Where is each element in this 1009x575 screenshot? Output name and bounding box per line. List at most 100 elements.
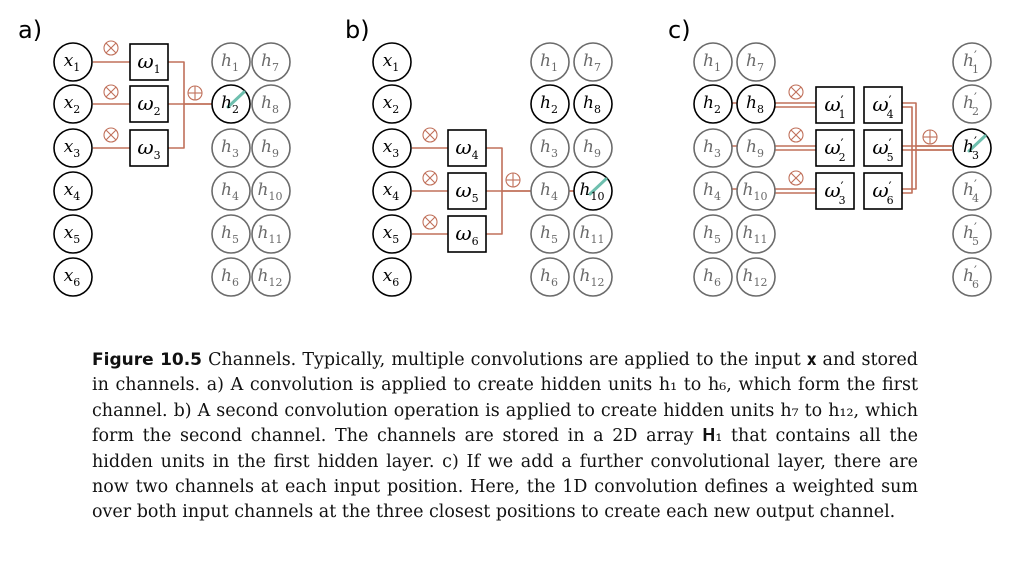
symbol-main: h (580, 180, 591, 200)
symbol-main: ω (455, 221, 471, 245)
symbol-subscript: 2 (154, 105, 161, 118)
symbol-subscript: 8 (594, 103, 601, 116)
node-ring (530, 42, 570, 82)
node-ring (693, 171, 733, 211)
symbol-subscript: 2 (392, 103, 399, 116)
node-h4: h4 (693, 171, 733, 211)
weight-box-frame (129, 85, 169, 123)
symbol-subscript: 7 (272, 61, 279, 74)
node-h8: h8 (573, 84, 613, 124)
symbol-main: ω (455, 178, 471, 202)
svg-text:h11: h11 (258, 223, 283, 246)
node-h6: h6 (530, 257, 570, 297)
panel-b: b) x1 x2 x3 x4 x5 x6 ω4 ω5 ω6 h1 h2 h3 h… (345, 16, 613, 297)
node-h1: h1 (530, 42, 570, 82)
svg-text:x3: x3 (64, 137, 81, 160)
node-h1-prime: h′1 (952, 42, 992, 82)
node-h2: h2 (693, 84, 733, 124)
node-h7: h7 (736, 42, 776, 82)
symbol-main: h (258, 180, 269, 200)
weight-box-w6: ω6 (447, 215, 487, 253)
svg-text:ω6: ω6 (455, 221, 478, 248)
symbol-subscript: 12 (590, 276, 604, 289)
node-h3-prime: h′3 (952, 128, 992, 168)
svg-text:h6: h6 (540, 266, 558, 289)
figure-label: Figure 10.5 (92, 350, 203, 370)
sum-icon (187, 85, 203, 101)
symbol-subscript: 8 (757, 103, 764, 116)
weight-box-w2: ω2 (129, 85, 169, 123)
node-x1: x1 (53, 42, 93, 82)
symbol-subscript: 2 (839, 151, 846, 164)
symbol-main: h (583, 93, 594, 113)
node-x6: x6 (53, 257, 93, 297)
svg-text:h1: h1 (540, 51, 558, 74)
symbol-subscript: 1 (839, 108, 846, 121)
svg-text:h′2: h′2 (963, 91, 979, 118)
symbol-main: h (743, 266, 754, 286)
panel-a-weights: ω1 ω2 ω3 (129, 43, 169, 167)
symbol-main: h (963, 93, 974, 113)
symbol-subscript: 1 (972, 63, 979, 76)
node-ring (530, 214, 570, 254)
symbol-prime: ′ (974, 178, 977, 193)
symbol-main: h (580, 266, 591, 286)
multiply-icon (422, 127, 438, 143)
symbol-main: h (963, 137, 974, 157)
panel-b-weights: ω4 ω5 ω6 (447, 129, 487, 253)
symbol-main: ω (137, 135, 153, 159)
node-h10: h10 (736, 171, 776, 211)
symbol-subscript: 1 (232, 61, 239, 74)
svg-text:ω′6: ω′6 (872, 178, 893, 207)
weight-box-w1: ω1 (129, 43, 169, 81)
node-ring (952, 42, 992, 82)
node-ring (251, 84, 291, 124)
multiply-stroke (790, 172, 802, 184)
symbol-subscript: 12 (753, 276, 767, 289)
symbol-prime: ′ (841, 137, 844, 152)
node-h4: h4 (211, 171, 251, 211)
symbol-main: h (746, 93, 757, 113)
symbol-subscript: 9 (272, 147, 279, 160)
panel-a-right-nodes: h1 h2 h3 h4 h5 h6 h7 h8 h9 h10 h11 h12 (211, 42, 291, 297)
node-ring (693, 257, 733, 297)
svg-text:h′5: h′5 (963, 221, 979, 248)
node-ring (251, 171, 291, 211)
symbol-subscript: 6 (472, 235, 479, 248)
panel-c-label: c) (668, 16, 691, 44)
node-ring (211, 42, 251, 82)
symbol-main: x (64, 266, 74, 286)
node-h3: h3 (211, 128, 251, 168)
svg-text:h3: h3 (540, 137, 558, 160)
weight-box-frame (815, 86, 855, 124)
multiply-stroke (790, 86, 802, 98)
weight-box-w5-prime: ω′5 (863, 129, 903, 167)
node-h2: h2 (211, 84, 251, 124)
svg-text:x6: x6 (64, 266, 81, 289)
node-h9: h9 (573, 128, 613, 168)
symbol-subscript: 3 (73, 147, 80, 160)
symbol-subscript: 4 (551, 190, 558, 203)
node-ring (952, 257, 992, 297)
multiply-icon (422, 214, 438, 230)
symbol-subscript: 11 (753, 233, 767, 246)
multiply-stroke (424, 216, 436, 228)
symbol-prime: ′ (889, 137, 892, 152)
node-ring (736, 257, 776, 297)
node-ring (530, 257, 570, 297)
node-ring (372, 214, 412, 254)
svg-text:h12: h12 (580, 266, 605, 289)
symbol-prime: ′ (974, 49, 977, 64)
node-h5: h5 (530, 214, 570, 254)
node-ring (530, 84, 570, 124)
symbol-main: h (540, 223, 551, 243)
node-h5: h5 (211, 214, 251, 254)
symbol-prime: ′ (974, 135, 977, 150)
symbol-main: ω (824, 92, 840, 116)
symbol-subscript: 6 (714, 276, 721, 289)
symbol-main: h (963, 223, 974, 243)
symbol-main: h (743, 180, 754, 200)
symbol-prime: ′ (974, 221, 977, 236)
symbol-subscript: 3 (232, 147, 239, 160)
symbol-main: x (64, 51, 74, 71)
